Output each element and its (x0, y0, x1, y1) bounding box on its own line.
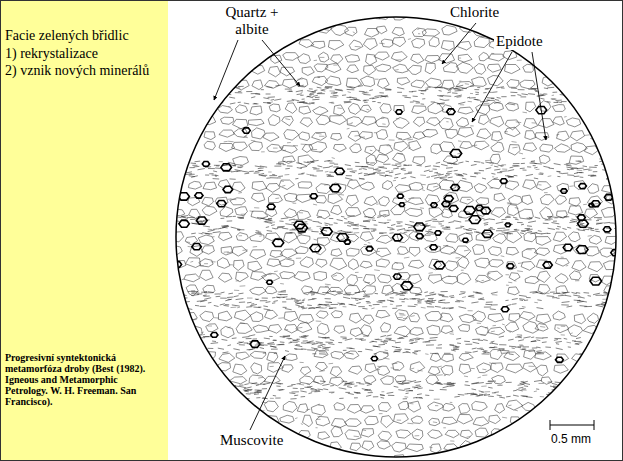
heading-text: Facie zelených břidlic (5, 27, 165, 44)
mineral-label: Chlorite (448, 4, 501, 21)
list-item: 2) vznik nových minerálů (5, 62, 165, 79)
side-panel: Facie zelených břidlic1) rekrystalizace2… (0, 0, 168, 461)
field-of-view-circle (176, 17, 616, 457)
leader-lines (214, 23, 546, 430)
mineral-label: Quartz + albite (216, 4, 288, 38)
citation-text: Progresivní syntektonická metamorfóza dr… (5, 352, 163, 407)
mineral-label: Epidote (494, 33, 545, 50)
mineral-label: Muscovite (218, 432, 285, 449)
scale-label: 0.5 mm (549, 432, 593, 446)
side-panel-ground (0, 0, 168, 461)
scale-bar (550, 420, 594, 430)
mineral-grains (168, 12, 623, 461)
list-item: 1) rekrystalizace (5, 45, 165, 62)
